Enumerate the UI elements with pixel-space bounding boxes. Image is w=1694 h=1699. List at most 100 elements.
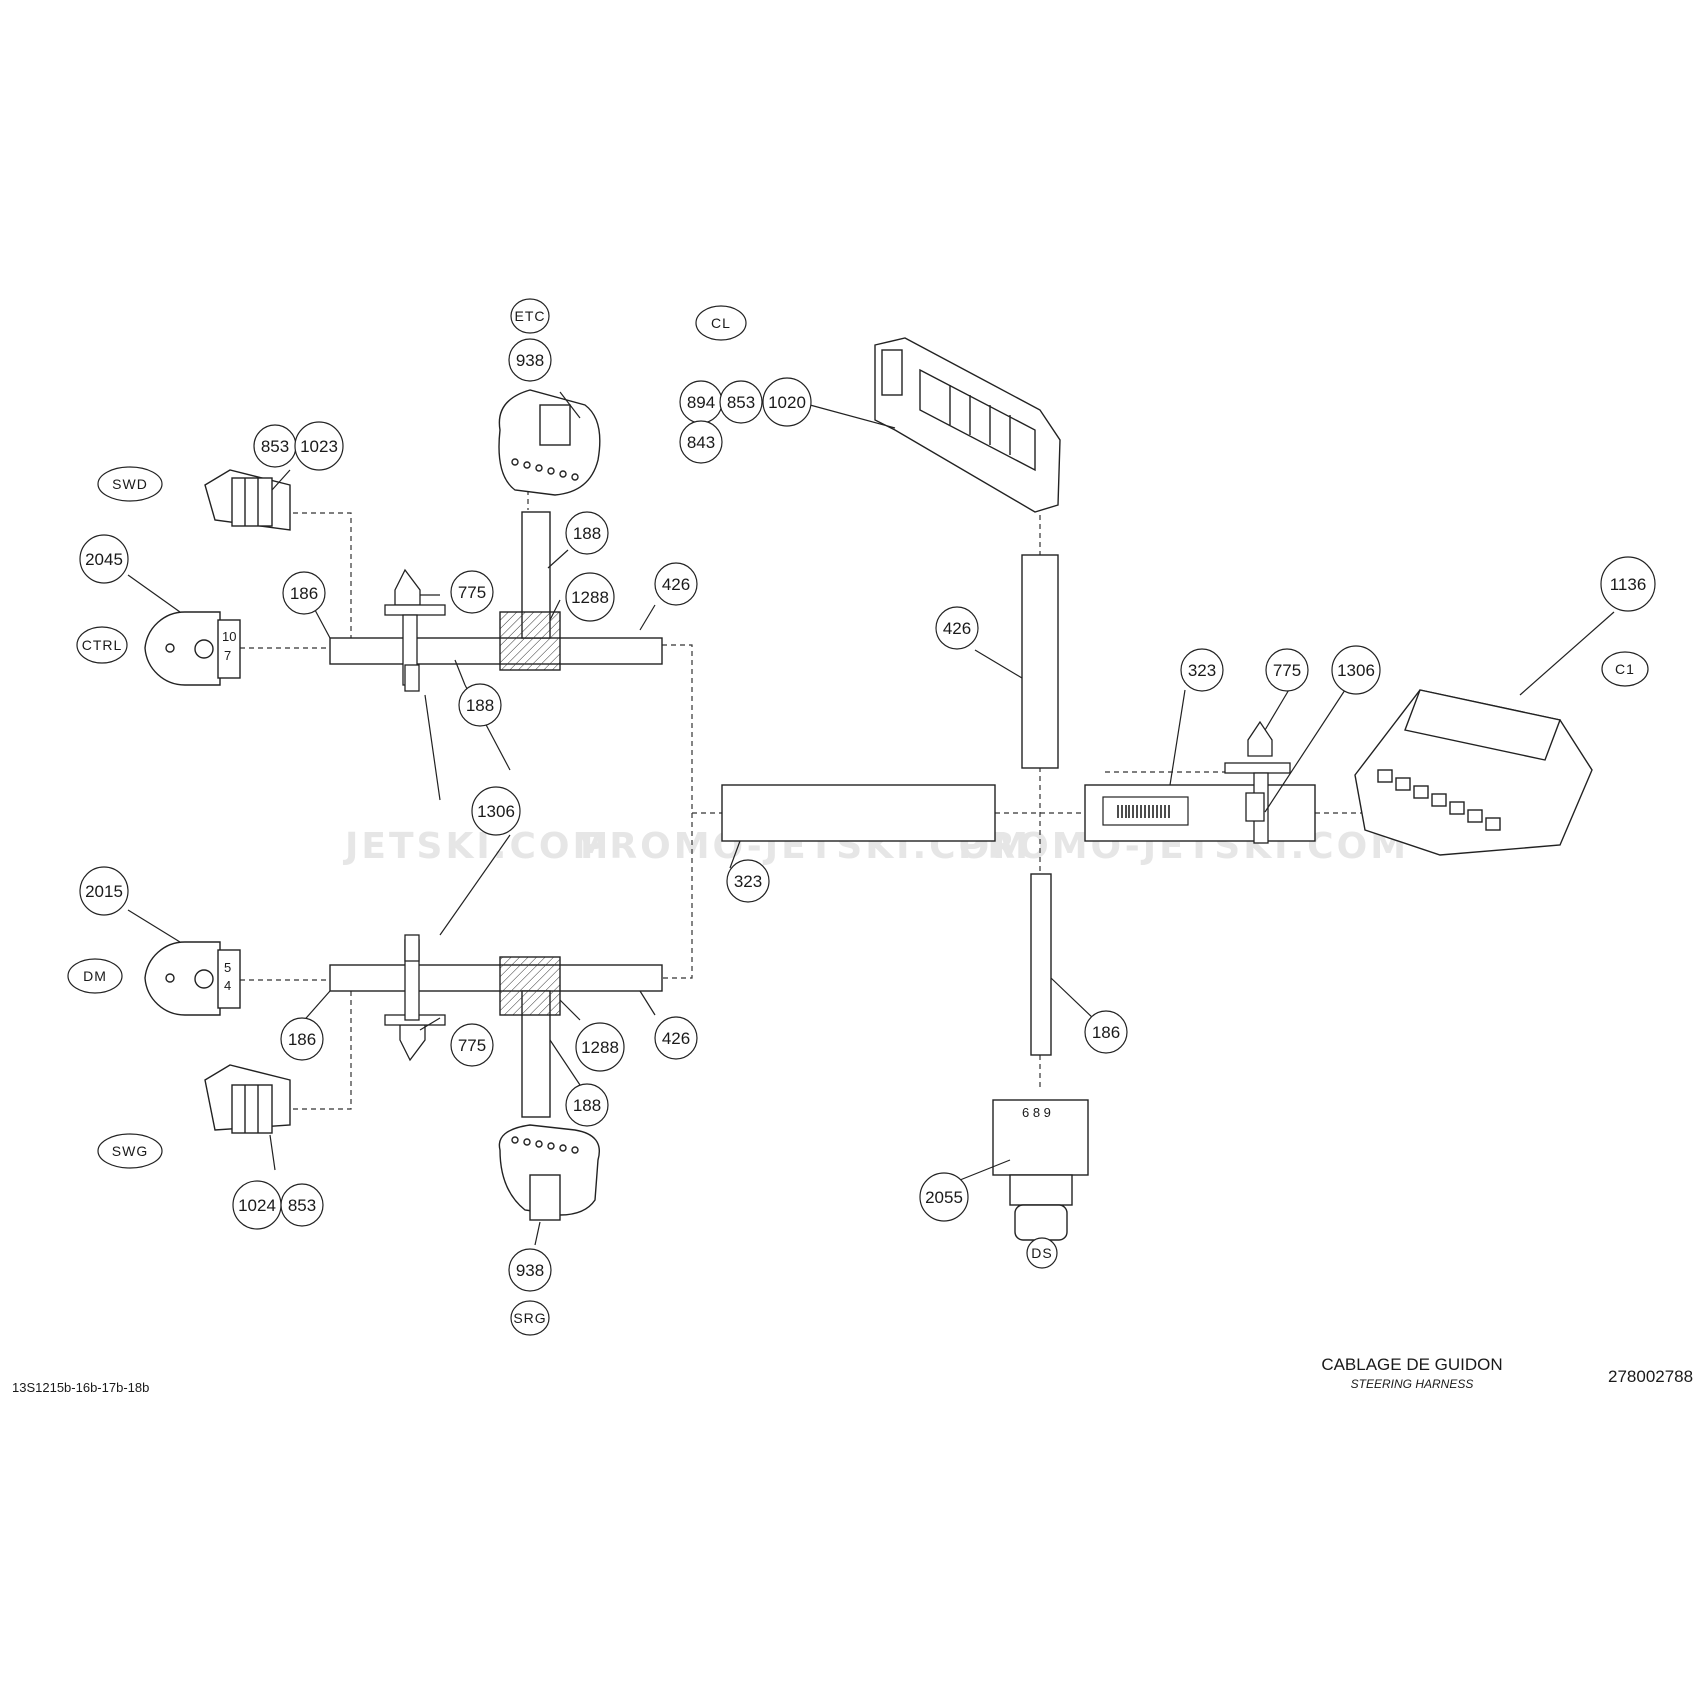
callout-bubble: 775 xyxy=(450,1023,494,1067)
callout-bubble: 186 xyxy=(282,571,326,615)
watermark: JETSKI.COM xyxy=(342,826,611,867)
callout-bubble: 1023 xyxy=(294,421,344,471)
tag-swd: SWD xyxy=(97,466,163,502)
connector-cl-icon xyxy=(874,337,1061,513)
barcode-label xyxy=(1102,796,1189,826)
callout-bubble: 843 xyxy=(679,420,723,464)
svg-text:2015: 2015 xyxy=(85,882,123,901)
callout-bubble: 1306 xyxy=(471,786,521,836)
callout-bubble: 894 xyxy=(679,380,723,424)
connector-etc-icon xyxy=(498,389,601,496)
splice-lower xyxy=(499,956,561,1016)
tag-swg: SWG xyxy=(97,1133,163,1169)
pin-label: 5 xyxy=(224,960,231,975)
callout-bubble: 1306 xyxy=(1331,645,1381,695)
callout-bubble: 426 xyxy=(654,1016,698,1060)
svg-text:186: 186 xyxy=(1092,1023,1120,1042)
svg-text:186: 186 xyxy=(288,1030,316,1049)
svg-text:426: 426 xyxy=(943,619,971,638)
sleeve-upper xyxy=(329,637,663,665)
connector-ds-icon xyxy=(992,1099,1089,1241)
tag-ctrl: CTRL xyxy=(76,626,128,664)
tag-etc: ETC xyxy=(510,298,550,334)
splice-junctions xyxy=(499,611,561,1016)
main-trunk-sleeve xyxy=(721,784,996,842)
pin-label: 6 8 9 xyxy=(1022,1105,1051,1120)
svg-text:426: 426 xyxy=(662,575,690,594)
svg-text:853: 853 xyxy=(288,1196,316,1215)
callout-bubble: 186 xyxy=(280,1017,324,1061)
callout-bubble: 1288 xyxy=(575,1022,625,1072)
svg-text:1024: 1024 xyxy=(238,1196,276,1215)
svg-text:2045: 2045 xyxy=(85,550,123,569)
svg-text:843: 843 xyxy=(687,433,715,452)
callout-bubble: 1288 xyxy=(565,572,615,622)
callout-bubble: 1020 xyxy=(762,377,812,427)
callout-bubble: 2055 xyxy=(919,1172,969,1222)
callout-bubble: 1136 xyxy=(1600,556,1656,612)
callout-bubble: 188 xyxy=(565,511,609,555)
svg-text:1288: 1288 xyxy=(571,588,609,607)
callout-bubble: 775 xyxy=(450,570,494,614)
svg-text:188: 188 xyxy=(466,696,494,715)
svg-text:853: 853 xyxy=(261,437,289,456)
svg-text:186: 186 xyxy=(290,584,318,603)
callout-bubble: 188 xyxy=(565,1083,609,1127)
svg-text:DM: DM xyxy=(83,968,107,984)
leader-lines xyxy=(127,391,1615,1246)
callout-bubble: 938 xyxy=(508,338,552,382)
push-clip-icon xyxy=(1224,720,1291,844)
tag-srg: SRG xyxy=(510,1300,550,1336)
svg-text:CL: CL xyxy=(711,315,731,331)
svg-text:C1: C1 xyxy=(1615,661,1635,677)
svg-text:ETC: ETC xyxy=(515,308,546,324)
vertical-sleeve-lower xyxy=(1030,873,1052,1056)
svg-text:DS: DS xyxy=(1031,1245,1052,1261)
callout-bubble: 853 xyxy=(280,1183,324,1227)
svg-text:1023: 1023 xyxy=(300,437,338,456)
svg-text:775: 775 xyxy=(1273,661,1301,680)
part-number: 278002788 xyxy=(1608,1367,1693,1386)
callout-bubble: 188 xyxy=(458,683,502,727)
title-block: CABLAGE DE GUIDON STEERING HARNESS 27800… xyxy=(12,1355,1693,1395)
pin-label: 10 xyxy=(222,629,236,644)
callout-bubble: 186 xyxy=(1084,1010,1128,1054)
svg-text:323: 323 xyxy=(734,872,762,891)
svg-text:1306: 1306 xyxy=(1337,661,1375,680)
pin-label: 7 xyxy=(224,648,231,663)
pin-labels: 10 7 5 4 6 8 9 xyxy=(222,629,1051,1120)
svg-text:426: 426 xyxy=(662,1029,690,1048)
svg-text:1136: 1136 xyxy=(1610,575,1647,594)
svg-text:1288: 1288 xyxy=(581,1038,619,1057)
svg-text:SWG: SWG xyxy=(112,1143,148,1159)
sleeve-lower xyxy=(329,964,663,992)
svg-text:1306: 1306 xyxy=(477,802,515,821)
callout-bubble: 2045 xyxy=(79,534,129,584)
svg-text:2055: 2055 xyxy=(925,1188,963,1207)
connector-ctrl-icon xyxy=(144,611,241,686)
dashed-wire-swg xyxy=(293,985,352,1110)
tag-cl: CL xyxy=(695,305,747,341)
callout-bubble: 775 xyxy=(1265,648,1309,692)
callout-bubble: 323 xyxy=(1180,648,1224,692)
svg-text:323: 323 xyxy=(1188,661,1216,680)
callout-bubble: 323 xyxy=(726,859,770,903)
svg-text:938: 938 xyxy=(516,351,544,370)
connector-tags: ETC CL SWD CTRL C1 DM SWG SRG DS xyxy=(67,298,1649,1336)
connector-srg-icon xyxy=(498,1124,600,1221)
svg-text:SWD: SWD xyxy=(112,476,148,492)
push-clip-icon xyxy=(384,568,446,692)
svg-text:SRG: SRG xyxy=(513,1310,546,1326)
svg-text:CTRL: CTRL xyxy=(82,637,123,653)
callout-bubble: 938 xyxy=(508,1248,552,1292)
connector-swd-icon xyxy=(204,469,291,531)
svg-text:853: 853 xyxy=(727,393,755,412)
diagram-title: CABLAGE DE GUIDON xyxy=(1321,1355,1502,1374)
drawing-code: 13S1215b-16b-17b-18b xyxy=(12,1380,149,1395)
callout-bubble: 853 xyxy=(253,424,297,468)
callout-bubble: 853 xyxy=(719,380,763,424)
push-clip-icon xyxy=(384,934,446,1062)
callout-bubble: 1024 xyxy=(232,1180,282,1230)
svg-text:188: 188 xyxy=(573,524,601,543)
